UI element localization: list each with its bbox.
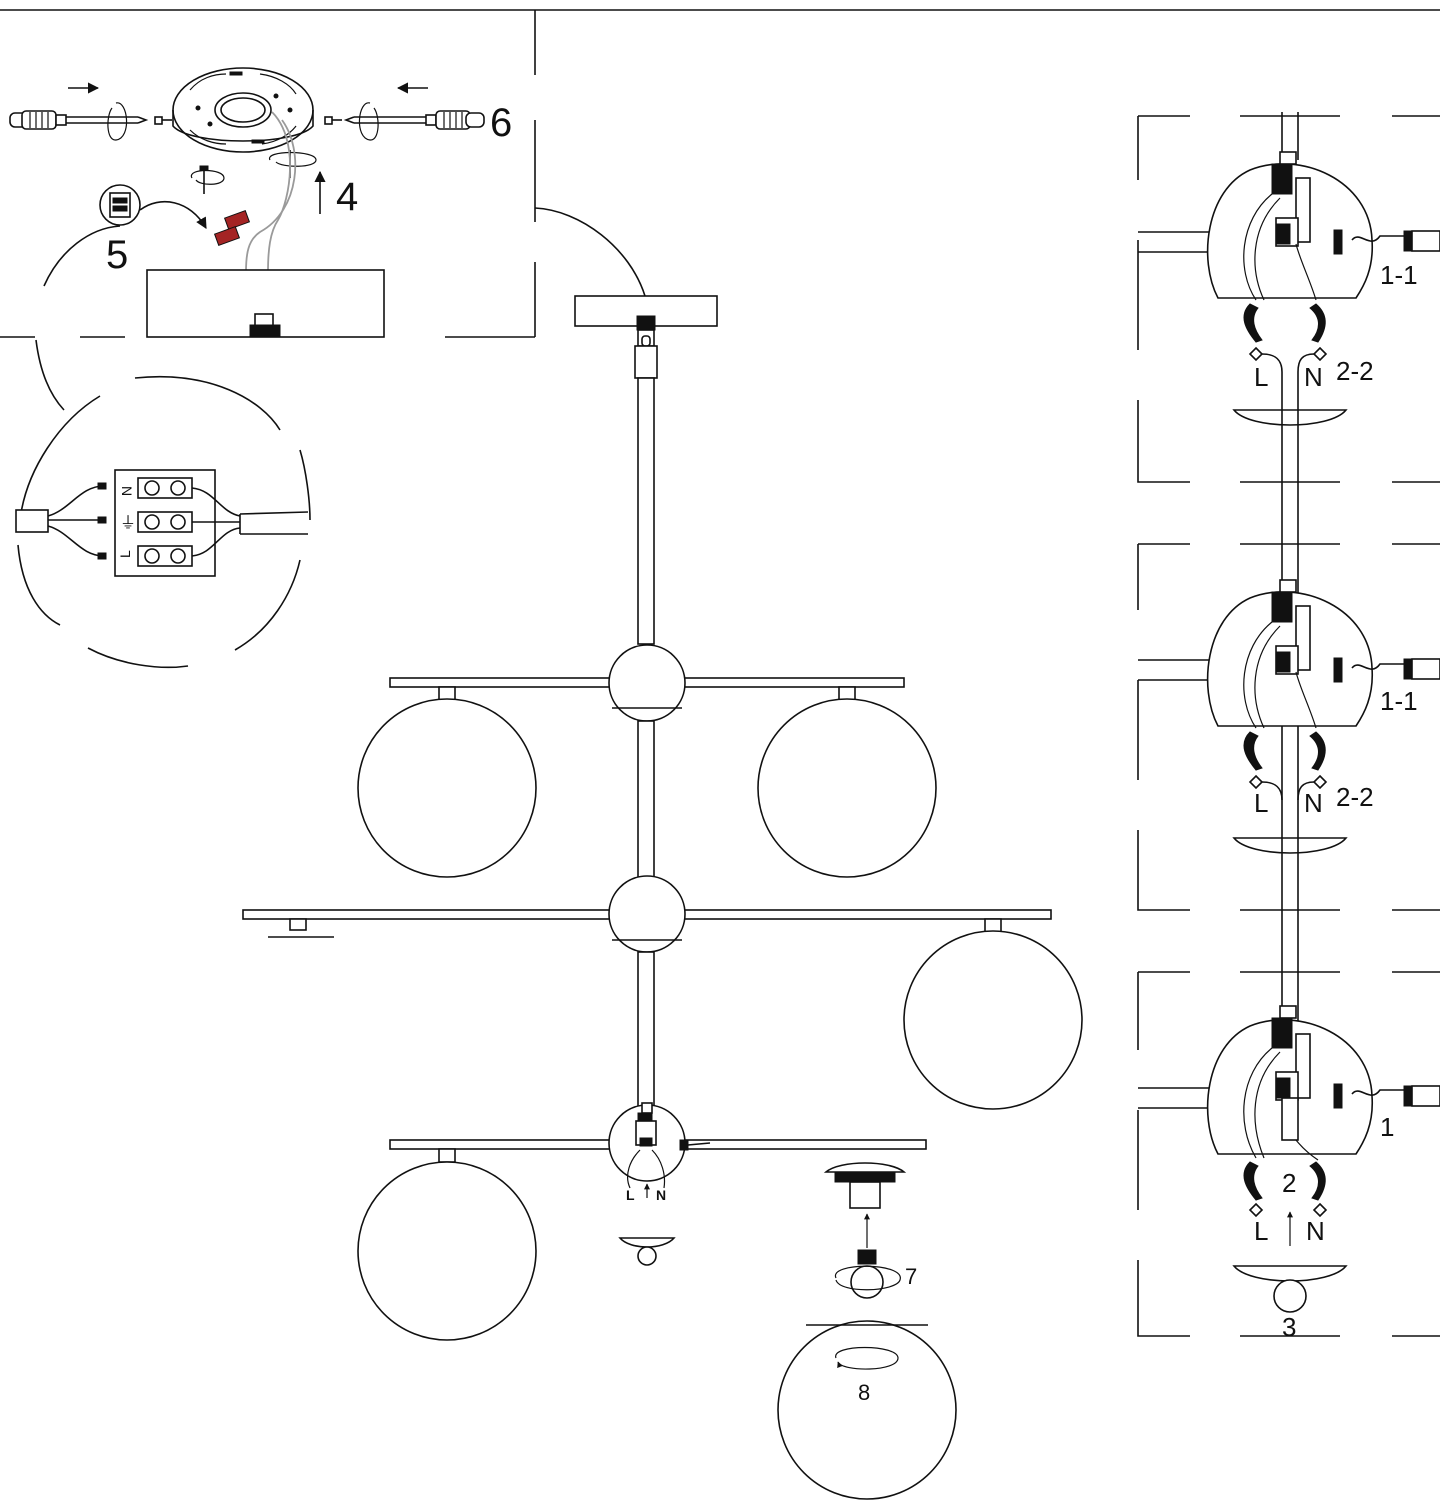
chandelier: L N 7 8 [242,207,1083,1500]
detail-top-live: L [1254,362,1268,392]
detail-bottom-step-c: 3 [1282,1312,1296,1342]
frame-lines [0,9,1440,338]
wiring-detail-bottom: L N 1 2 3 [1137,971,1440,1342]
globe-shade [903,930,1083,1110]
step-7-label: 7 [905,1264,917,1289]
hub-live-label: L [626,1187,635,1203]
detail-top-step-a: 1-1 [1380,260,1418,290]
detail-mid-neutral: N [1304,788,1323,818]
step-5-label: 5 [106,233,128,277]
detail-mid-step-a: 1-1 [1380,686,1418,716]
detail-mid-live: L [1254,788,1268,818]
wire-nut-icon [213,209,251,247]
detail-bottom-live: L [1254,1216,1268,1246]
rotate-icon [358,102,379,141]
rotate-icon [269,151,317,167]
detail-bottom-step-a: 1 [1380,1112,1394,1142]
wiring-detail-middle: L N 1-1 2-2 [1137,543,1440,911]
bulb-icon [1273,1279,1307,1313]
step-4-label: 4 [336,175,358,219]
rotate-icon [191,169,225,185]
globe-shade [357,1161,537,1341]
globe-shade [357,698,537,878]
terminal-n-label: N [119,486,135,496]
rotate-icon [835,1346,899,1370]
screwdriver-icon [9,110,149,130]
detail-top-neutral: N [1304,362,1323,392]
mounting-plate [172,67,314,153]
hub-neutral-label: N [656,1187,666,1203]
globe-shade [757,698,937,878]
screwdriver-icon [343,110,485,130]
terminal-earth-label: ⏚ [120,514,136,532]
globe-shade [777,1320,957,1500]
detail-top-step-b: 2-2 [1336,356,1374,386]
terminal-block-detail: N ⏚ L [15,339,311,669]
detail-bottom-neutral: N [1306,1216,1325,1246]
rotate-icon [107,102,128,141]
ceiling-mount-detail: 6 4 5 [9,67,512,338]
detail-mid-step-b: 2-2 [1336,782,1374,812]
step-6-label: 6 [490,101,512,145]
connector-block-icon [99,184,141,226]
bulb-icon [835,1249,901,1299]
detail-bottom-step-b: 2 [1282,1168,1296,1198]
step-8-label: 8 [858,1380,870,1405]
wiring-detail-top: L N 1-1 2-2 [1137,115,1440,483]
terminal-l-label: L [117,550,133,558]
